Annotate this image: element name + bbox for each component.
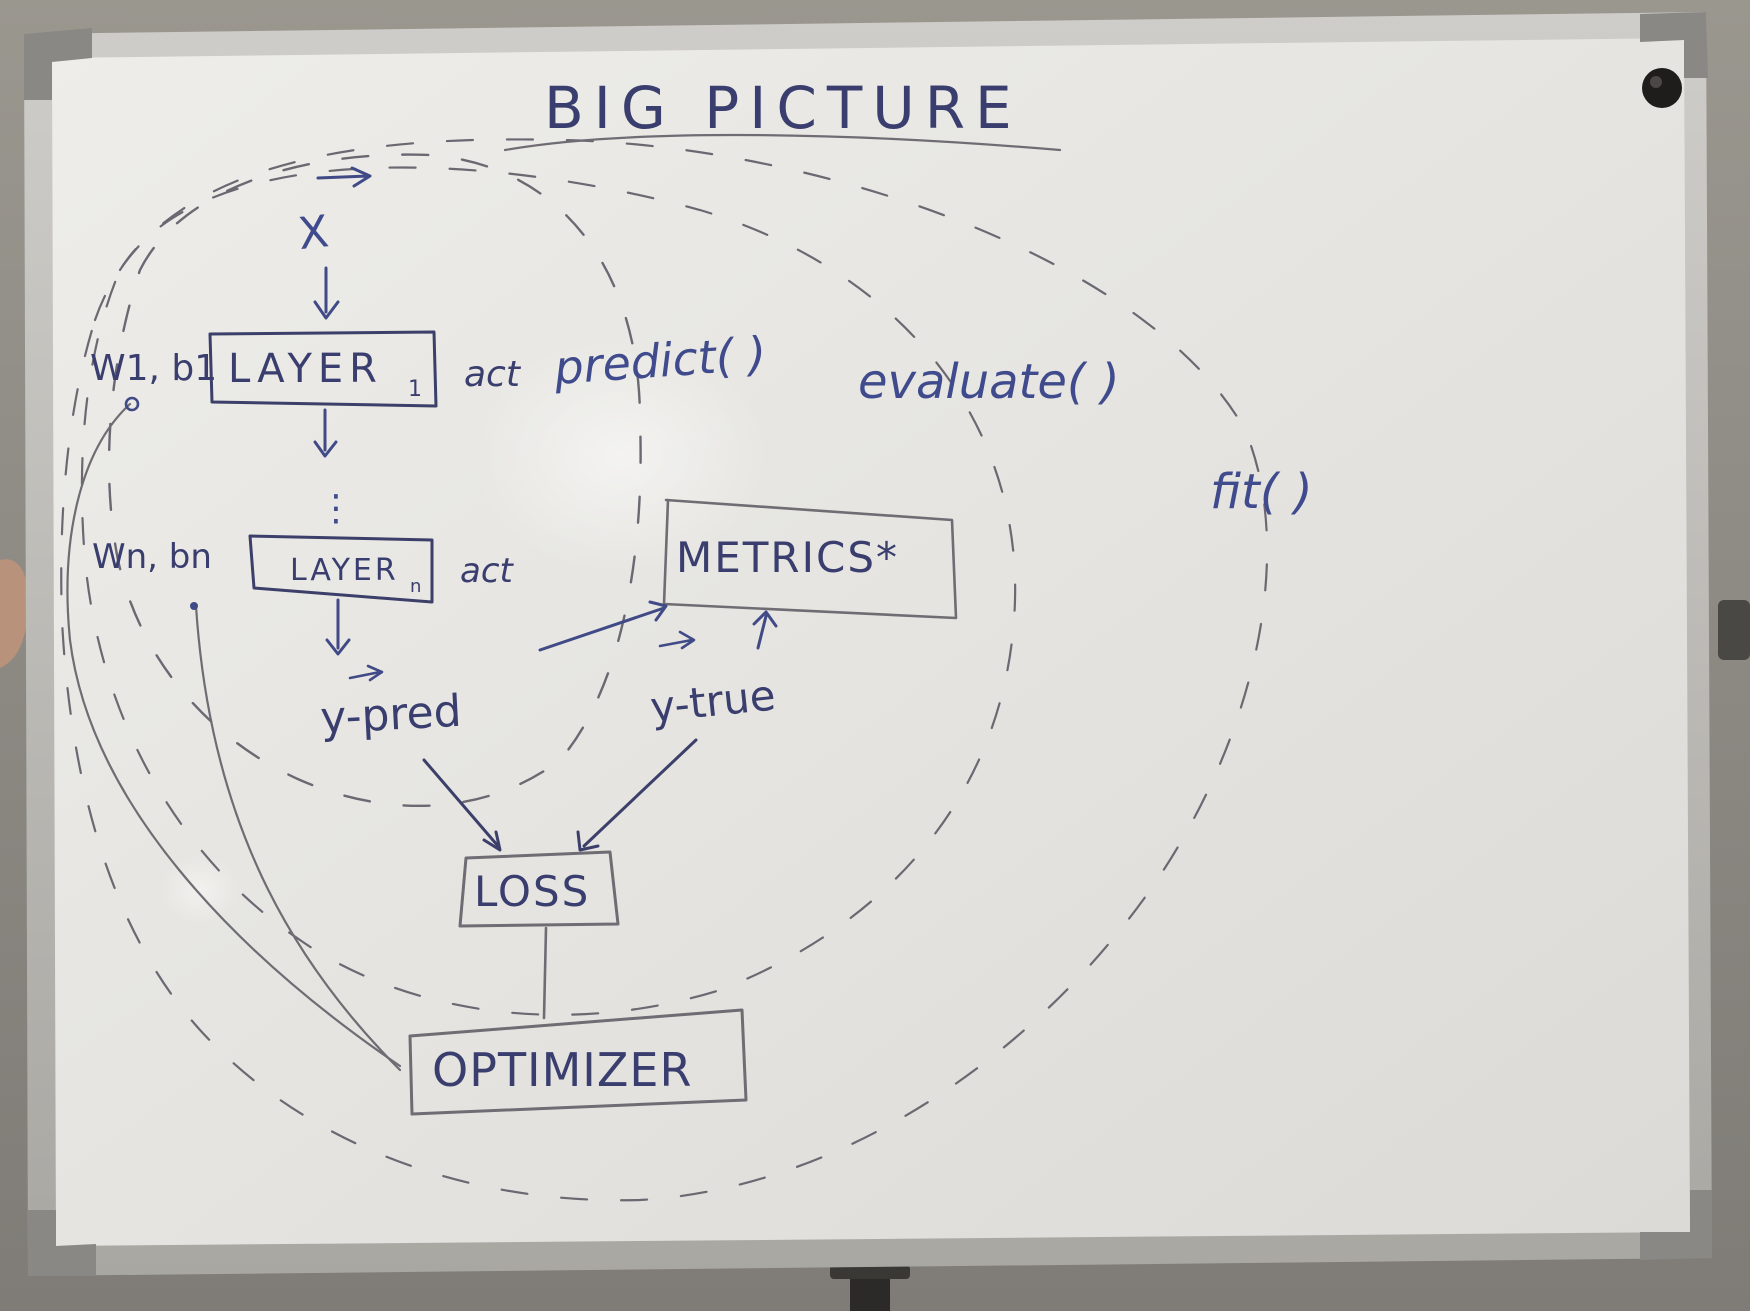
layerN-box xyxy=(248,534,434,604)
loop-direction-arrow xyxy=(316,166,372,188)
optimizer-label: OPTIMIZER xyxy=(432,1043,692,1097)
board-title: BIG PICTURE xyxy=(544,74,1022,142)
arrow-ytrue-to-loss xyxy=(582,738,698,848)
stand-clamp xyxy=(830,1265,910,1279)
evaluate-scope-label: evaluate( ) xyxy=(858,354,1120,410)
y-pred-label: y-pred xyxy=(319,686,463,744)
layer1-activation-label: act xyxy=(464,354,522,395)
hand xyxy=(0,559,29,668)
evaluate-scope-loop xyxy=(80,166,1017,1016)
arrow-ypred-to-metrics xyxy=(538,606,666,652)
side-clip xyxy=(1718,600,1750,660)
layer-ellipsis: ⋮ xyxy=(318,488,354,529)
loss-label: LOSS xyxy=(474,867,590,916)
line-optimizer-to-layerN-weights xyxy=(194,604,402,1072)
corner-top-left xyxy=(24,28,92,100)
metrics-label: METRICS* xyxy=(676,533,899,582)
layer1-subscript: 1 xyxy=(408,377,422,402)
layer1-box xyxy=(208,330,438,408)
layerN-weights-label: Wn, bn xyxy=(92,537,212,577)
metrics-box xyxy=(662,498,958,620)
glare-left xyxy=(160,855,240,925)
arrow-ytrue-to-metrics xyxy=(756,614,768,650)
corner-bottom-right xyxy=(1640,1190,1712,1260)
layerN-activation-label: act xyxy=(460,551,515,591)
layerN-label: LAYER xyxy=(290,553,399,588)
corner-top-right xyxy=(1640,12,1708,78)
fit-scope-loop xyxy=(60,138,1269,1202)
optimizer-box xyxy=(408,1008,748,1116)
predict-scope-loop xyxy=(107,153,642,808)
layer1-label: LAYER xyxy=(228,346,383,392)
line-loss-to-optimizer xyxy=(542,926,548,1020)
glare-center xyxy=(470,335,770,575)
layer1-weights-label: W1, b1 xyxy=(90,348,217,389)
line-optimizer-to-layer1-weights xyxy=(66,402,402,1068)
corner-bottom-left xyxy=(28,1210,96,1276)
input-x-label: X xyxy=(296,206,331,260)
loss-box xyxy=(458,850,620,928)
fit-scope-label: fit( ) xyxy=(1210,464,1313,520)
magnet xyxy=(1642,68,1682,108)
arrow-ypred-to-loss xyxy=(422,758,500,848)
layerN-subscript: n xyxy=(410,576,421,597)
board-surface xyxy=(52,38,1690,1246)
